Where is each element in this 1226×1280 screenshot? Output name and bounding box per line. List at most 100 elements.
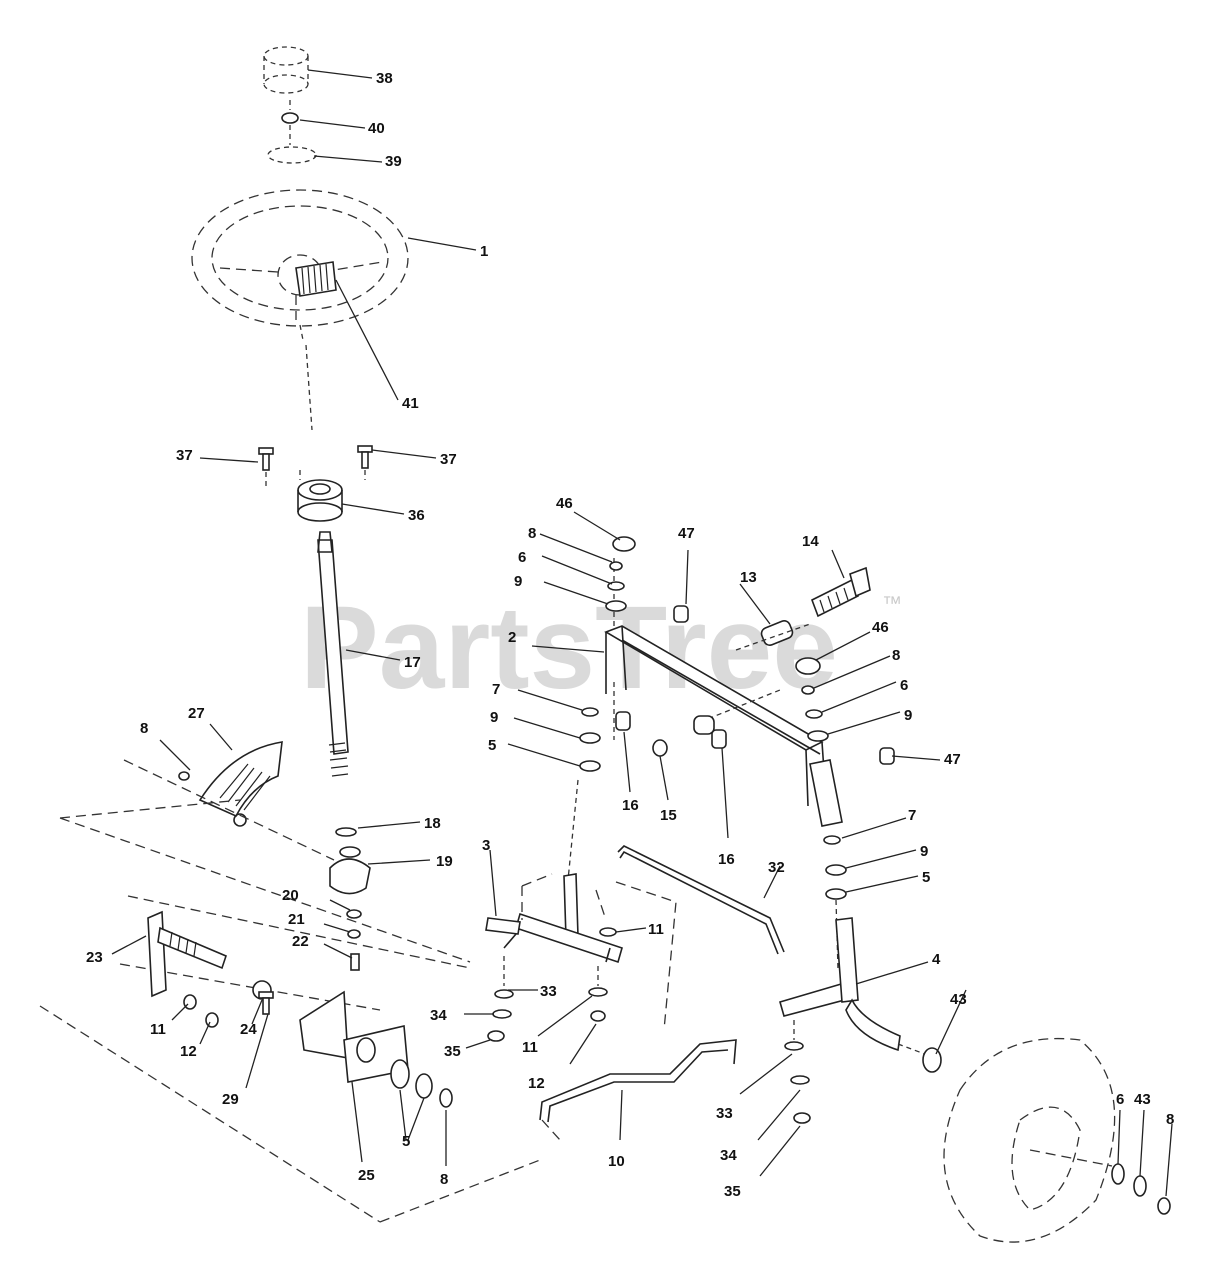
callout-47-left: 47	[678, 525, 695, 542]
part-right-spindle-tube	[809, 759, 843, 827]
watermark-trademark: ™	[882, 593, 902, 615]
callout-37-right: 37	[440, 451, 457, 468]
part-29-bolt	[258, 991, 274, 1015]
part-34-washer-right	[790, 1075, 810, 1085]
part-27-sector-gear	[198, 741, 283, 827]
callout-46-right: 46	[872, 619, 889, 636]
part-14-pivot-bolt	[810, 566, 871, 618]
callout-29: 29	[222, 1091, 239, 1108]
part-12-clip-left	[205, 1012, 219, 1028]
callout-10: 10	[608, 1153, 625, 1170]
part-8-clip-hub	[1157, 1197, 1171, 1215]
part-8-clip-bottom	[439, 1088, 453, 1108]
callout-33-right: 33	[716, 1105, 733, 1122]
callout-43-inner: 43	[950, 991, 967, 1008]
part-12-clip-lower	[590, 1010, 606, 1022]
part-39-washer	[267, 146, 317, 164]
callout-8-hub: 8	[1166, 1111, 1174, 1128]
part-19-pivot-bracket	[329, 846, 371, 895]
part-16-pin-a	[615, 711, 631, 731]
callout-12-lower: 12	[528, 1075, 545, 1092]
part-23-pinion-shaft	[147, 910, 227, 998]
part-8-clip-right-stack	[801, 685, 815, 695]
part-11-washer-lower	[588, 987, 608, 997]
part-34-washer-left	[492, 1009, 512, 1019]
callout-9-right-stack: 9	[904, 707, 912, 724]
callout-8-bottom: 8	[440, 1171, 448, 1188]
callout-2: 2	[508, 629, 516, 646]
callout-23: 23	[86, 949, 103, 966]
callout-19: 19	[436, 853, 453, 870]
callout-22: 22	[292, 933, 309, 950]
callout-1: 1	[480, 243, 488, 260]
part-32-tie-rod	[617, 845, 785, 955]
part-33-washer-right	[784, 1041, 804, 1051]
callout-36: 36	[408, 507, 425, 524]
part-47-fitting-left	[673, 605, 689, 623]
part-11-washer-mid	[599, 927, 617, 937]
callout-40: 40	[368, 120, 385, 137]
callout-24: 24	[240, 1021, 257, 1038]
part-17-steering-shaft	[317, 531, 349, 777]
part-9-bearing-left-stack	[605, 600, 627, 612]
part-38-cap	[263, 46, 309, 94]
part-21-washer	[347, 929, 361, 939]
part-2-front-axle	[604, 625, 827, 807]
callout-12-left: 12	[180, 1043, 197, 1060]
callout-47-right: 47	[944, 751, 961, 768]
callout-27: 27	[188, 705, 205, 722]
callout-16-a: 16	[622, 797, 639, 814]
part-35-nut-left	[487, 1030, 505, 1042]
leader-lines	[111, 69, 1173, 1197]
part-22-bolt	[350, 953, 360, 971]
callout-4: 4	[932, 951, 941, 968]
part-1-steering-wheel	[191, 189, 409, 327]
callout-15: 15	[660, 807, 677, 824]
callout-11-lower: 11	[522, 1039, 538, 1056]
part-6-washer-right-stack	[805, 709, 823, 719]
part-33-washer-left	[494, 989, 514, 999]
callout-35-left: 35	[444, 1043, 461, 1060]
callout-9-left-stack: 9	[514, 573, 522, 590]
part-20-washer	[346, 909, 362, 919]
part-axle-bushing	[693, 715, 715, 735]
part-8-clip-left-stack	[609, 561, 623, 571]
callout-33-left: 33	[540, 983, 557, 1000]
callout-18: 18	[424, 815, 441, 832]
part-43-washer-hub	[1133, 1175, 1147, 1197]
callout-21: 21	[288, 911, 305, 928]
callout-13: 13	[740, 569, 757, 586]
part-40-nut	[281, 112, 299, 124]
part-13-spacer	[760, 620, 794, 646]
callout-7-left: 7	[492, 681, 500, 698]
part-7-washer-left	[581, 707, 599, 717]
callout-17: 17	[404, 654, 421, 671]
part-43-washer-inner	[922, 1047, 942, 1073]
part-front-wheel	[943, 1037, 1116, 1243]
part-46-cap-left	[612, 536, 636, 552]
callout-14: 14	[802, 533, 819, 550]
callout-20: 20	[282, 887, 299, 904]
part-4-right-spindle	[779, 917, 901, 1052]
part-9-bearing-right	[825, 864, 847, 876]
watermark-text: PartsTree	[300, 582, 838, 714]
callout-5-bottom: 5	[402, 1133, 410, 1150]
callout-32: 32	[768, 859, 785, 876]
part-7-washer-right	[823, 835, 841, 845]
callout-11-left: 11	[150, 1021, 166, 1038]
callout-35-right: 35	[724, 1183, 741, 1200]
callout-3: 3	[482, 837, 490, 854]
part-41-gear	[295, 261, 337, 297]
part-9-bearing-left-b	[579, 732, 601, 744]
callout-34-left: 34	[430, 1007, 447, 1024]
callout-25: 25	[358, 1167, 375, 1184]
callout-46-left: 46	[556, 495, 573, 512]
part-9-bearing-right-stack	[807, 730, 829, 742]
callout-41: 41	[402, 395, 419, 412]
part-37-bolt-left	[258, 447, 274, 471]
part-5-washer-bottom-b	[415, 1073, 433, 1099]
part-47-fitting-right	[879, 747, 895, 765]
part-6-washer-hub	[1111, 1163, 1125, 1185]
callout-8-right-stack: 8	[892, 647, 900, 664]
part-16-pin-b	[711, 729, 727, 749]
